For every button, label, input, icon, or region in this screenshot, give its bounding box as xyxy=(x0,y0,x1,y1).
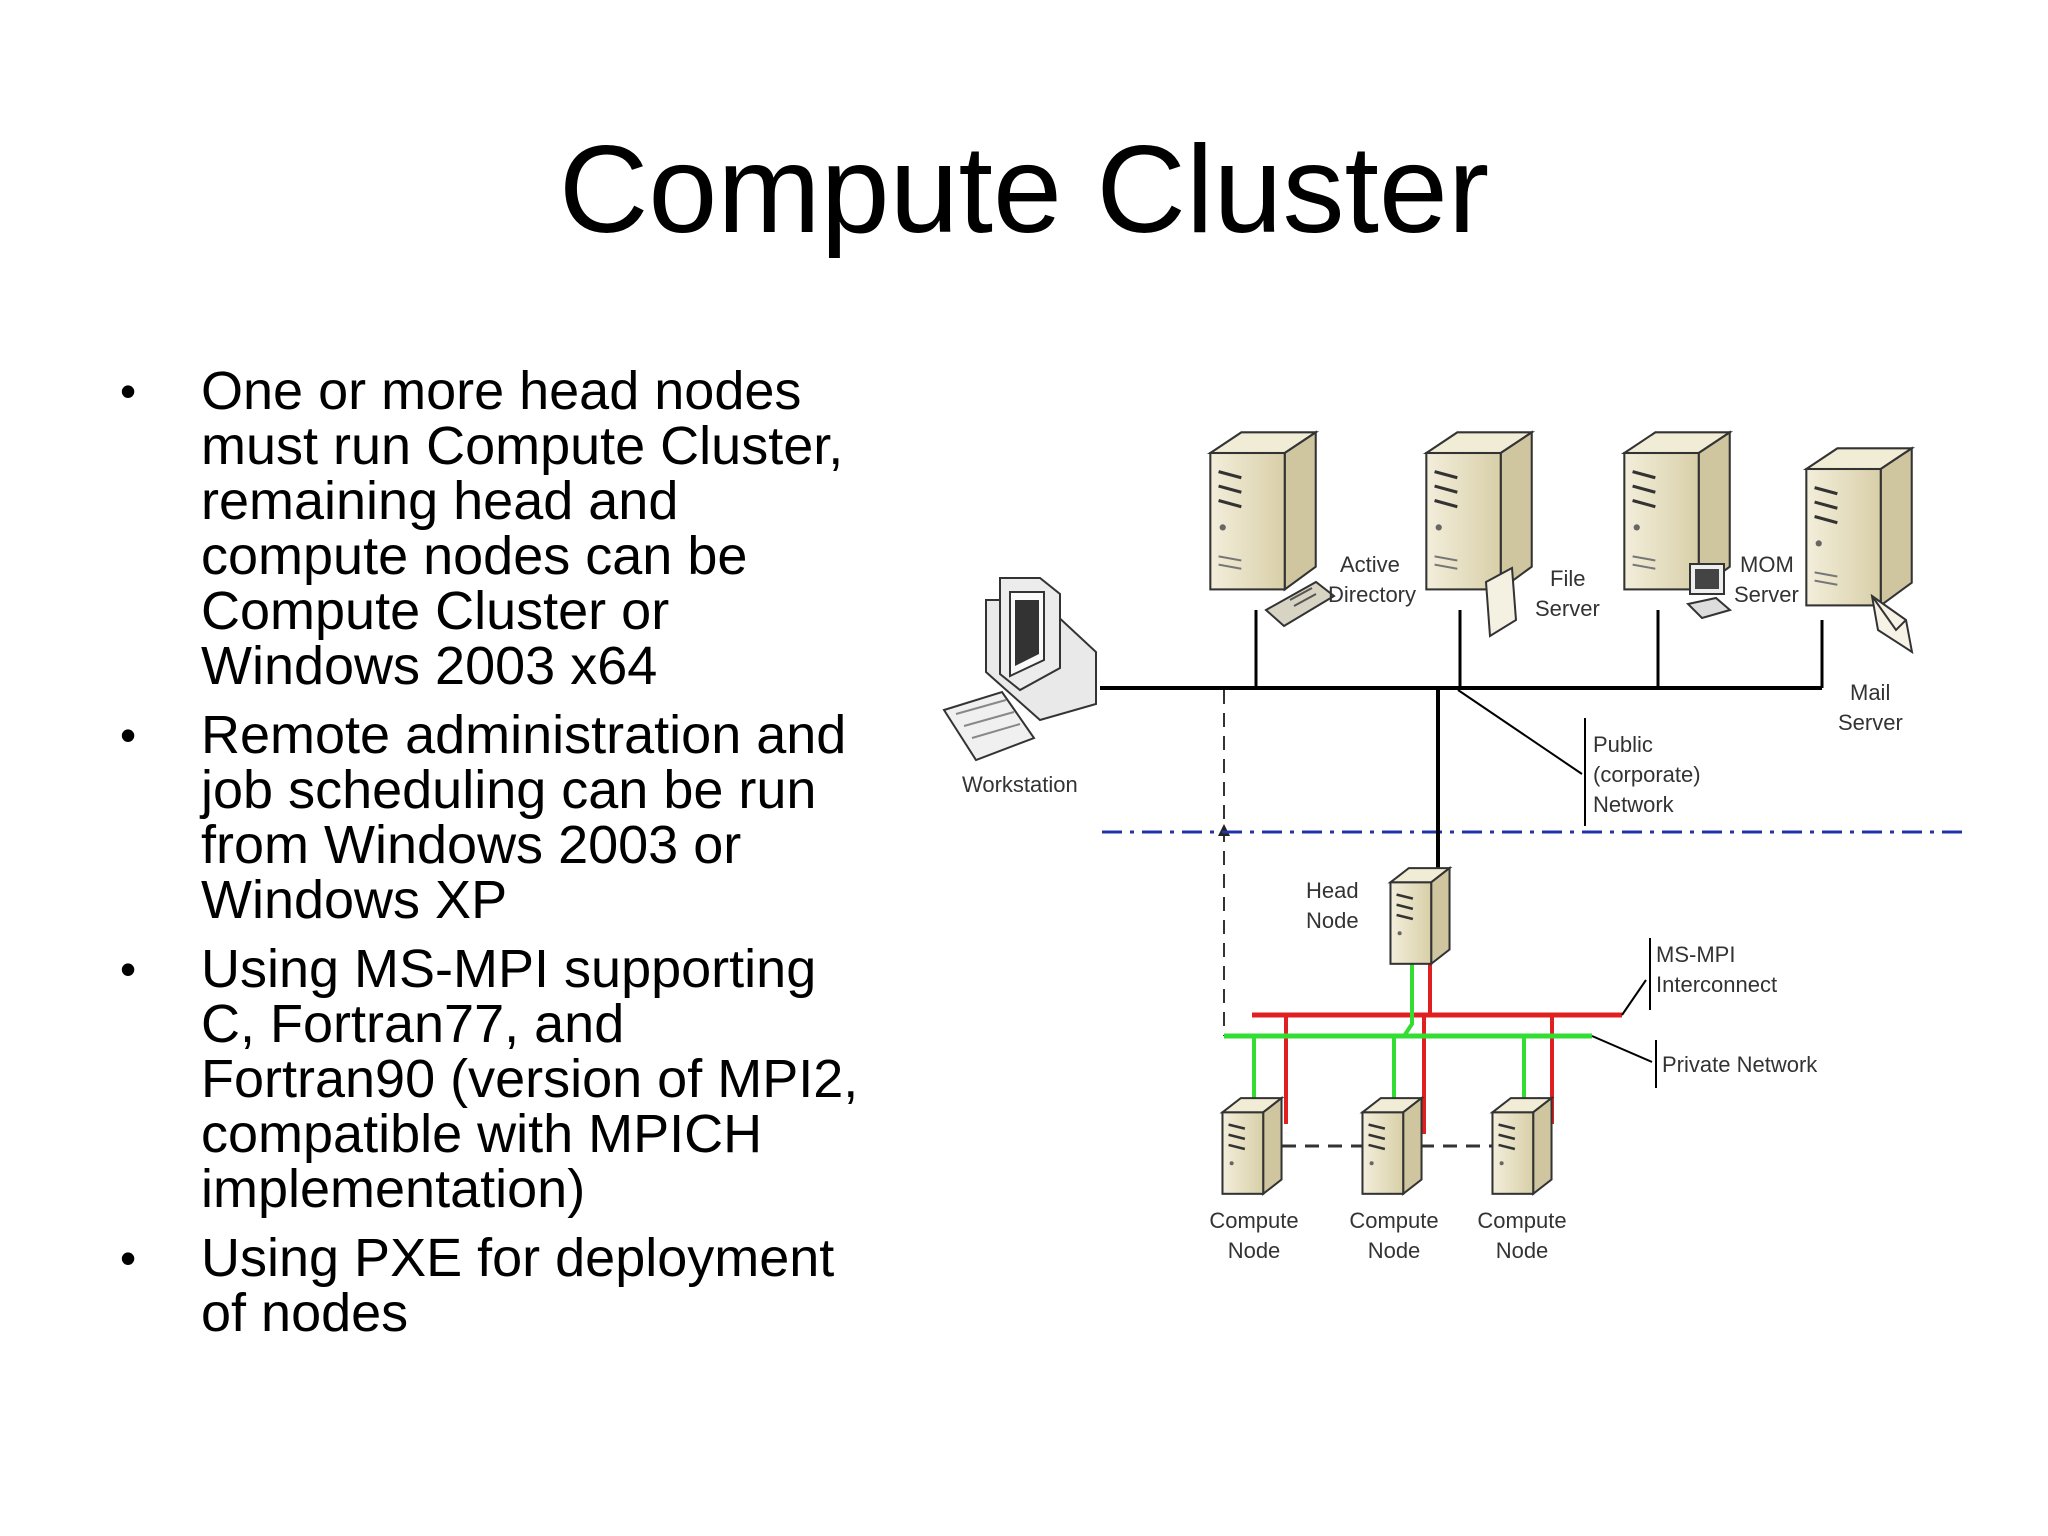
active-directory-server-icon xyxy=(1208,430,1318,591)
bullet-line: from Windows 2003 or xyxy=(201,815,742,875)
bullet-line: compatible with MPICH xyxy=(201,1104,763,1164)
monitor-icon xyxy=(1685,563,1733,620)
folder-icon xyxy=(1484,566,1518,638)
envelope-icon xyxy=(1870,593,1914,655)
bullet-line: Windows 2003 x64 xyxy=(201,636,658,696)
bullet-marker: • xyxy=(120,943,137,995)
bullet-line: of nodes xyxy=(201,1283,409,1343)
bullet-item: • Remote administration and job scheduli… xyxy=(120,708,940,928)
bullet-line: Windows XP xyxy=(201,870,508,930)
bullet-line: C, Fortran77, and xyxy=(201,994,625,1054)
bullet-line: remaining head and xyxy=(201,471,679,531)
bullet-line: compute nodes can be xyxy=(201,526,748,586)
bullet-line: Using PXE for deployment xyxy=(201,1228,835,1288)
private-link-head xyxy=(1402,964,1414,1038)
compute-node-2-icon xyxy=(1361,1096,1423,1196)
compute-node-1-icon xyxy=(1221,1096,1283,1196)
bullet-line: One or more head nodes xyxy=(201,361,802,421)
bullet-marker: • xyxy=(120,709,137,761)
bullet-line: implementation) xyxy=(201,1159,586,1219)
label-private-network: Private Network xyxy=(1662,1052,1818,1077)
bullet-line: Compute Cluster or xyxy=(201,581,670,641)
directory-device-icon xyxy=(1264,580,1336,628)
bullet-item: • Using MS-MPI supporting C, Fortran77, … xyxy=(120,942,940,1217)
label-public-network: Public(corporate)Network xyxy=(1593,732,1701,817)
compute-node-3-icon xyxy=(1491,1096,1553,1196)
workstation-icon xyxy=(942,577,1097,762)
bullet-item: • One or more head nodes must run Comput… xyxy=(120,364,940,694)
bullet-line: Remote administration and xyxy=(201,705,847,765)
bullet-line: job scheduling can be run xyxy=(201,760,817,820)
bullet-list: • One or more head nodes must run Comput… xyxy=(120,364,940,1355)
public-network-leader xyxy=(1457,689,1583,775)
mpi-leader xyxy=(1621,979,1647,1016)
bullet-item: • Using PXE for deployment of nodes xyxy=(120,1231,940,1341)
bullet-line: Using MS-MPI supporting xyxy=(201,939,817,999)
private-network-leader xyxy=(1591,1035,1653,1063)
bullet-line: must run Compute Cluster, xyxy=(201,416,844,476)
bullet-marker: • xyxy=(120,365,137,417)
mail-server-icon xyxy=(1804,446,1914,607)
bullet-line: Fortran90 (version of MPI2, xyxy=(201,1049,859,1109)
file-server-icon xyxy=(1424,430,1534,591)
head-node-server-icon xyxy=(1389,866,1451,966)
label-workstation: Workstation xyxy=(962,772,1078,797)
boundary-arrow-icon xyxy=(1218,824,1230,836)
slide-title: Compute Cluster xyxy=(558,121,1490,259)
bullet-marker: • xyxy=(120,1232,137,1284)
